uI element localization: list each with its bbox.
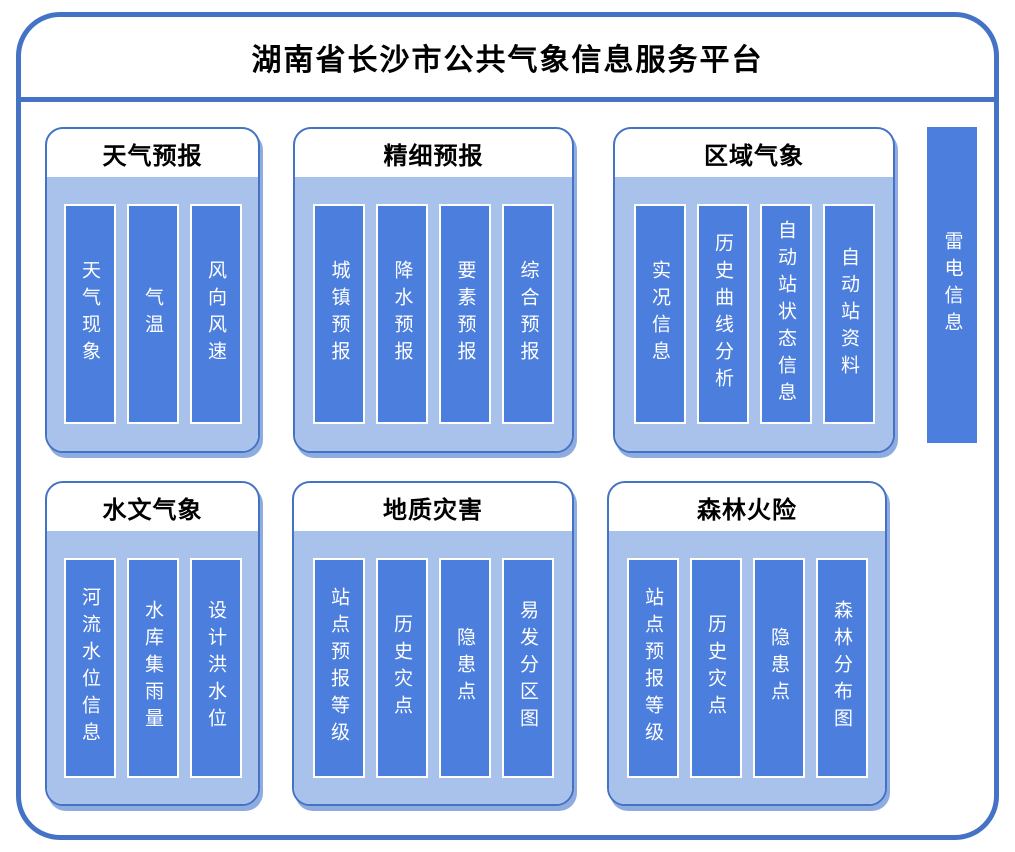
module-item: 自动站状态信息 [759, 204, 812, 424]
module-item: 天气现象 [63, 204, 116, 424]
panel-body: 实况信息 历史曲线分析 自动站状态信息 自动站资料 [615, 177, 893, 451]
panel-hydrological-meteorology: 水文气象 河流水位信息 水库集雨量 设计洪水位 [45, 481, 260, 806]
module-item-label: 隐患点 [768, 627, 789, 708]
module-item: 设计洪水位 [189, 557, 242, 778]
module-item: 实况信息 [633, 204, 686, 424]
page-title: 湖南省长沙市公共气象信息服务平台 [251, 44, 764, 77]
panel-weather-forecast: 天气预报 天气现象 气温 风向风速 [45, 127, 260, 453]
module-item: 河流水位信息 [63, 557, 116, 778]
module-item: 降水预报 [376, 204, 428, 424]
panel-body: 天气现象 气温 风向风速 [47, 177, 258, 451]
module-item: 站点预报等级 [312, 557, 365, 778]
module-item-label: 设计洪水位 [205, 600, 226, 735]
panel-body: 城镇预报 降水预报 要素预报 综合预报 [295, 177, 572, 451]
panel-title: 地质灾害 [383, 496, 483, 524]
panel-title: 森林火险 [697, 496, 797, 524]
module-item: 易发分区图 [501, 557, 554, 778]
module-item-label: 森林分布图 [831, 600, 852, 735]
panel-geological-disaster: 地质灾害 站点预报等级 历史灾点 隐患点 易发分区图 [292, 481, 574, 806]
module-item: 站点预报等级 [626, 557, 679, 778]
panel-body: 站点预报等级 历史灾点 隐患点 易发分区图 [294, 531, 572, 804]
module-item: 隐患点 [438, 557, 491, 778]
module-item-label: 气温 [142, 287, 163, 341]
module-item: 自动站资料 [822, 204, 875, 424]
module-item-label: 历史灾点 [705, 613, 726, 722]
module-item-label: 河流水位信息 [79, 586, 100, 749]
module-item-label: 自动站资料 [838, 246, 859, 382]
module-item-label: 站点预报等级 [328, 586, 349, 749]
module-item: 要素预报 [439, 204, 491, 424]
outer-frame: 湖南省长沙市公共气象信息服务平台 [16, 12, 999, 840]
lightning-info-label: 雷电信息 [941, 231, 963, 339]
module-item-label: 实况信息 [649, 260, 670, 368]
module-item: 森林分布图 [815, 557, 868, 778]
module-item: 气温 [126, 204, 179, 424]
panel-regional-meteorology: 区域气象 实况信息 历史曲线分析 自动站状态信息 自动站资料 [613, 127, 895, 453]
module-item-label: 天气现象 [79, 260, 100, 368]
module-item-label: 降水预报 [391, 260, 413, 368]
panel-title: 天气预报 [102, 142, 203, 170]
panel-forest-fire-risk: 森林火险 站点预报等级 历史灾点 隐患点 森林分布图 [607, 481, 887, 806]
module-item: 历史灾点 [689, 557, 742, 778]
module-item: 历史曲线分析 [696, 204, 749, 424]
module-item: 城镇预报 [313, 204, 365, 424]
module-item-label: 隐患点 [454, 627, 475, 708]
title-bar: 湖南省长沙市公共气象信息服务平台 [21, 17, 994, 102]
module-item: 水库集雨量 [126, 557, 179, 778]
module-item-label: 历史灾点 [391, 613, 412, 722]
panel-title: 精细预报 [383, 142, 484, 170]
lightning-info-bar: 雷电信息 [927, 127, 977, 443]
panel-fine-forecast: 精细预报 城镇预报 降水预报 要素预报 综合预报 [293, 127, 574, 453]
module-item-label: 风向风速 [205, 260, 226, 368]
module-item-label: 水库集雨量 [142, 600, 163, 735]
module-item: 风向风速 [189, 204, 242, 424]
panel-title: 区域气象 [704, 142, 804, 170]
module-item-label: 要素预报 [454, 260, 476, 368]
module-item-label: 站点预报等级 [642, 586, 663, 749]
module-item-label: 城镇预报 [328, 260, 350, 368]
panel-title: 水文气象 [102, 496, 203, 524]
module-item-label: 综合预报 [517, 260, 539, 368]
panel-body: 站点预报等级 历史灾点 隐患点 森林分布图 [609, 531, 885, 804]
module-item: 综合预报 [502, 204, 554, 424]
module-item: 隐患点 [752, 557, 805, 778]
module-item-label: 自动站状态信息 [775, 219, 796, 409]
module-item-label: 易发分区图 [517, 600, 538, 735]
module-item-label: 历史曲线分析 [712, 233, 733, 395]
panel-body: 河流水位信息 水库集雨量 设计洪水位 [47, 531, 258, 804]
module-item: 历史灾点 [375, 557, 428, 778]
